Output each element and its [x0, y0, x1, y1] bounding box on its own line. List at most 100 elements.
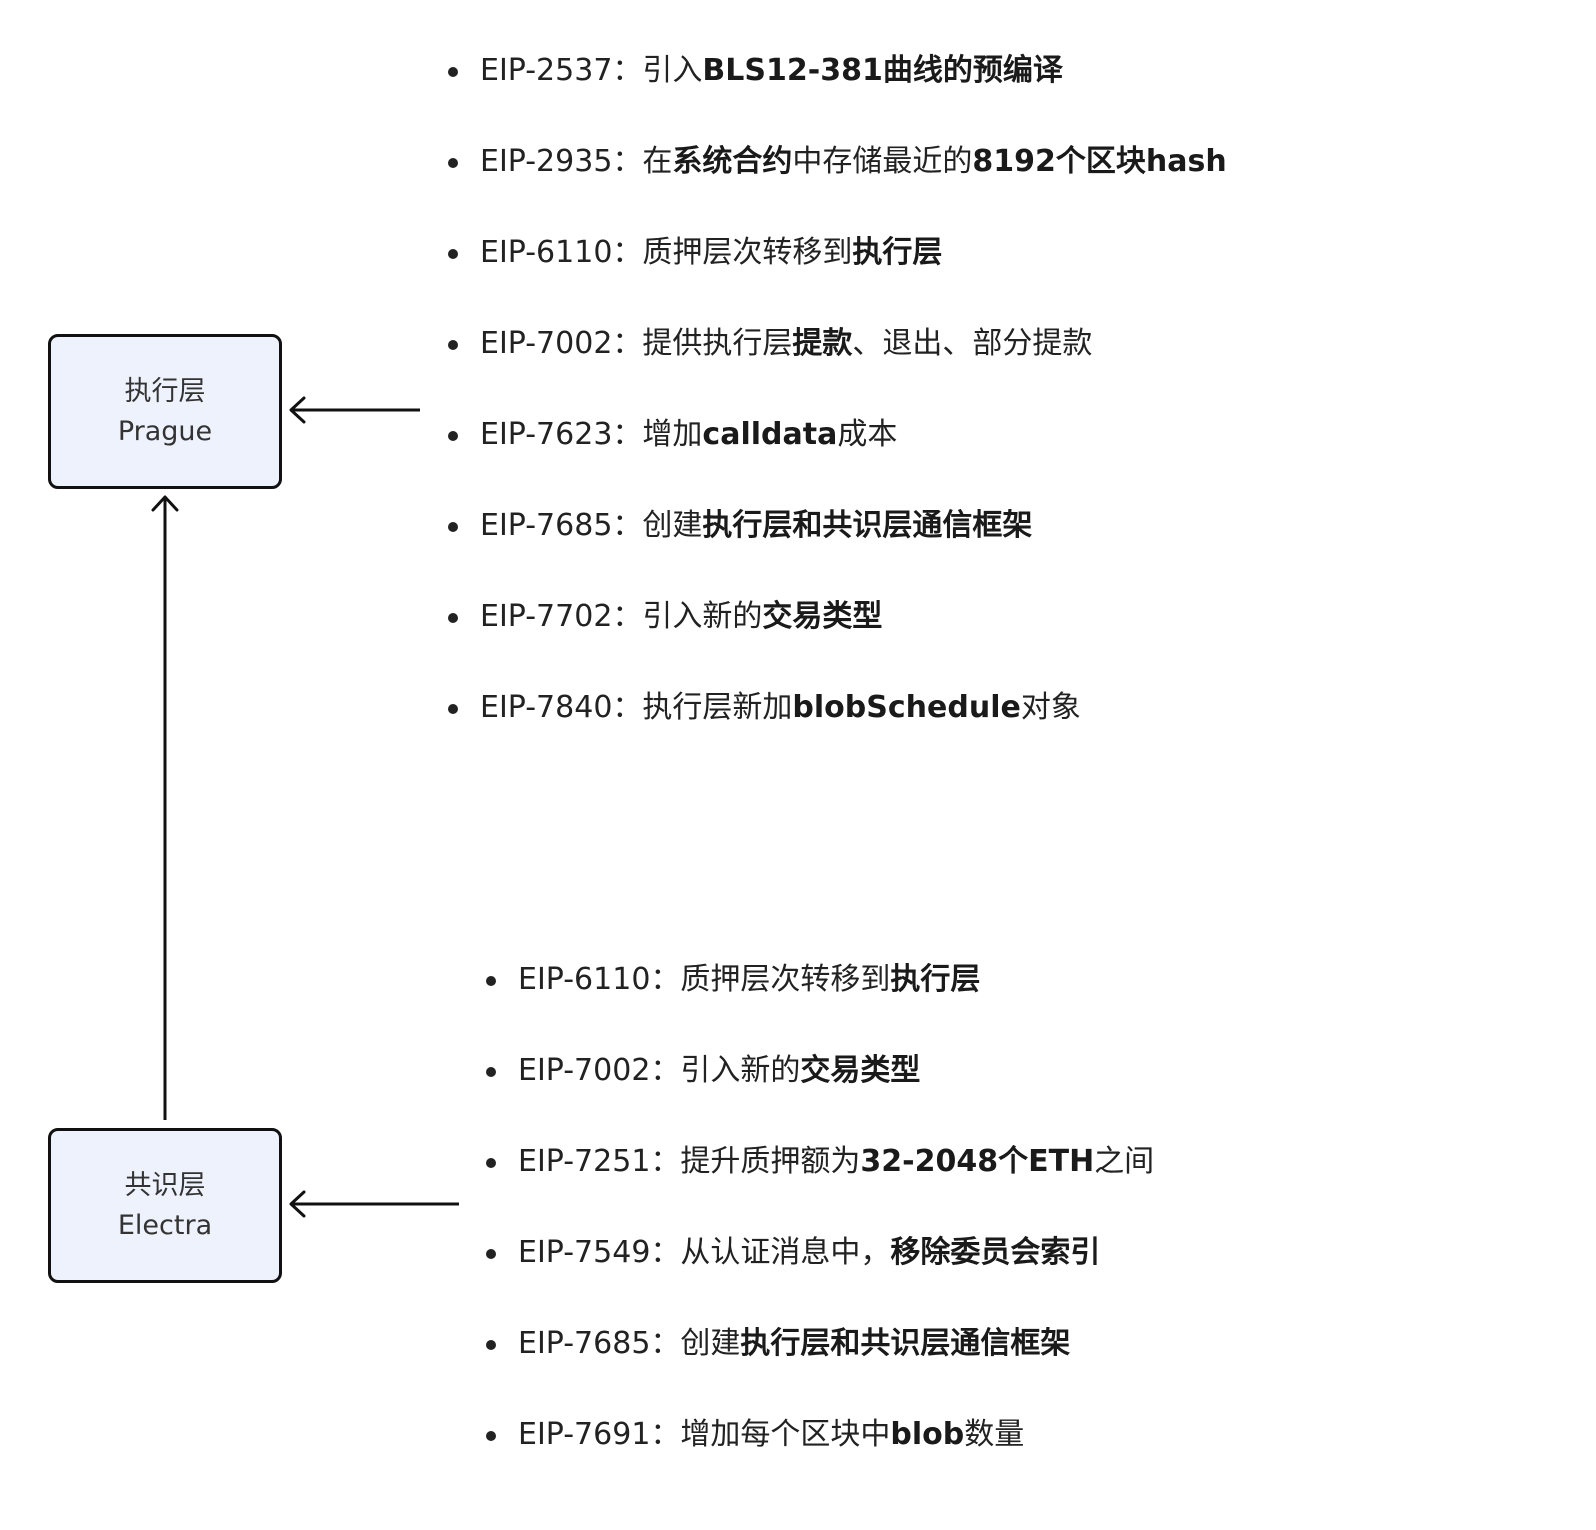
bullet-icon	[448, 67, 458, 77]
eip-item: EIP-7691：增加每个区块中blob数量	[482, 1412, 1154, 1503]
eip-separator: ：	[650, 1235, 681, 1270]
eip-item: EIP-7685：创建执行层和共识层通信框架	[482, 1321, 1154, 1412]
execution-layer-upgrade-name: Prague	[117, 415, 213, 447]
eip-item: EIP-6110：质押层次转移到执行层	[444, 230, 1227, 321]
eip-separator: ：	[612, 144, 643, 179]
bullet-icon	[486, 1340, 496, 1350]
bullet-icon	[448, 249, 458, 259]
eip-id: EIP-6110	[518, 962, 651, 997]
bullet-icon	[448, 431, 458, 441]
eip-description-text: 质押层次转移到	[680, 962, 891, 997]
eip-description-text: 创建	[642, 508, 703, 543]
consensus-layer-node: 共识层 Electra	[48, 1128, 282, 1283]
eip-item: EIP-7002：提供执行层提款、退出、部分提款	[444, 321, 1227, 412]
eip-description-emphasis: blobSchedule	[792, 690, 1021, 725]
eip-id: EIP-7691	[518, 1417, 651, 1452]
eip-id: EIP-2935	[480, 144, 613, 179]
eip-id: EIP-7251	[518, 1144, 651, 1179]
eip-description-emphasis: calldata	[702, 417, 838, 452]
eip-id: EIP-7685	[518, 1326, 651, 1361]
eip-description-emphasis: 移除委员会索引	[890, 1235, 1101, 1270]
eip-description-text: 提供执行层	[642, 326, 793, 361]
bullet-icon	[486, 976, 496, 986]
eip-separator: ：	[612, 417, 643, 452]
eip-separator: ：	[612, 326, 643, 361]
eip-id: EIP-7702	[480, 599, 613, 634]
eip-description-text: 对象	[1020, 690, 1081, 725]
eip-description-text: 执行层新加	[642, 690, 793, 725]
bullet-icon	[448, 340, 458, 350]
eip-item: EIP-7702：引入新的交易类型	[444, 594, 1227, 685]
eip-description-emphasis: 交易类型	[762, 599, 883, 634]
arrow-cons-node-to-exec-node	[151, 495, 179, 1120]
eip-item: EIP-7685：创建执行层和共识层通信框架	[444, 503, 1227, 594]
eip-separator: ：	[612, 235, 643, 270]
eip-description-text: 中存储最近的	[792, 144, 973, 179]
eip-item: EIP-7840：执行层新加blobSchedule对象	[444, 685, 1227, 776]
eip-description-text: 质押层次转移到	[642, 235, 853, 270]
eip-id: EIP-6110	[480, 235, 613, 270]
eip-description-emphasis: 执行层	[890, 962, 981, 997]
eip-description-emphasis: 执行层和共识层通信框架	[702, 508, 1033, 543]
bullet-icon	[448, 613, 458, 623]
eip-description-text: 、退出、部分提款	[852, 326, 1093, 361]
eip-description-text: 创建	[680, 1326, 741, 1361]
eip-id: EIP-7840	[480, 690, 613, 725]
eip-id: EIP-2537	[480, 53, 613, 88]
eip-description-emphasis: blob	[890, 1417, 965, 1452]
eip-separator: ：	[612, 53, 643, 88]
eip-description-emphasis: 8192个区块hash	[972, 144, 1227, 179]
eip-description-emphasis: 32-2048个ETH	[860, 1144, 1095, 1179]
eip-item: EIP-6110：质押层次转移到执行层	[482, 957, 1154, 1048]
eip-description-text: 在	[642, 144, 673, 179]
eip-item: EIP-7623：增加calldata成本	[444, 412, 1227, 503]
arrow-cons-list-to-cons-node-head	[289, 1190, 306, 1218]
eip-description-emphasis: 交易类型	[800, 1053, 921, 1088]
eip-description-text: 引入新的	[680, 1053, 801, 1088]
execution-layer-node: 执行层 Prague	[48, 334, 282, 489]
eip-item: EIP-7251：提升质押额为32-2048个ETH之间	[482, 1139, 1154, 1230]
eip-description-text: 引入新的	[642, 599, 763, 634]
eip-id: EIP-7685	[480, 508, 613, 543]
bullet-icon	[486, 1431, 496, 1441]
eip-separator: ：	[650, 962, 681, 997]
eip-separator: ：	[650, 1053, 681, 1088]
eip-description-text: 提升质押额为	[680, 1144, 861, 1179]
arrow-exec-list-to-exec-node	[289, 396, 420, 424]
arrow-exec-list-to-exec-node-head	[289, 396, 306, 424]
bullet-icon	[448, 704, 458, 714]
eip-separator: ：	[650, 1326, 681, 1361]
eip-description-emphasis: 执行层	[852, 235, 943, 270]
eip-separator: ：	[612, 690, 643, 725]
eip-description-text: 增加每个区块中	[680, 1417, 891, 1452]
eip-separator: ：	[612, 599, 643, 634]
eip-description-text: 从认证消息中，	[680, 1235, 891, 1270]
consensus-layer-title: 共识层	[124, 1169, 206, 1201]
bullet-icon	[486, 1158, 496, 1168]
eip-item: EIP-7002：引入新的交易类型	[482, 1048, 1154, 1139]
eip-description-text: 之间	[1094, 1144, 1155, 1179]
bullet-icon	[448, 522, 458, 532]
eip-id: EIP-7002	[518, 1053, 651, 1088]
eip-separator: ：	[650, 1417, 681, 1452]
eip-item: EIP-2935：在系统合约中存储最近的8192个区块hash	[444, 139, 1227, 230]
eip-separator: ：	[650, 1144, 681, 1179]
eip-id: EIP-7623	[480, 417, 613, 452]
eip-description-text: 增加	[642, 417, 703, 452]
execution-layer-title: 执行层	[124, 375, 206, 407]
arrow-cons-list-to-cons-node	[289, 1190, 459, 1218]
consensus-layer-upgrade-name: Electra	[117, 1209, 213, 1241]
arrow-cons-node-to-exec-node-head	[151, 495, 179, 512]
eip-description-emphasis: 系统合约	[672, 144, 793, 179]
eip-id: EIP-7002	[480, 326, 613, 361]
eip-id: EIP-7549	[518, 1235, 651, 1270]
eip-item: EIP-7549：从认证消息中，移除委员会索引	[482, 1230, 1154, 1321]
bullet-icon	[448, 158, 458, 168]
eip-description-text: 引入	[642, 53, 703, 88]
bullet-icon	[486, 1249, 496, 1259]
eip-separator: ：	[612, 508, 643, 543]
eip-description-emphasis: 执行层和共识层通信框架	[740, 1326, 1071, 1361]
